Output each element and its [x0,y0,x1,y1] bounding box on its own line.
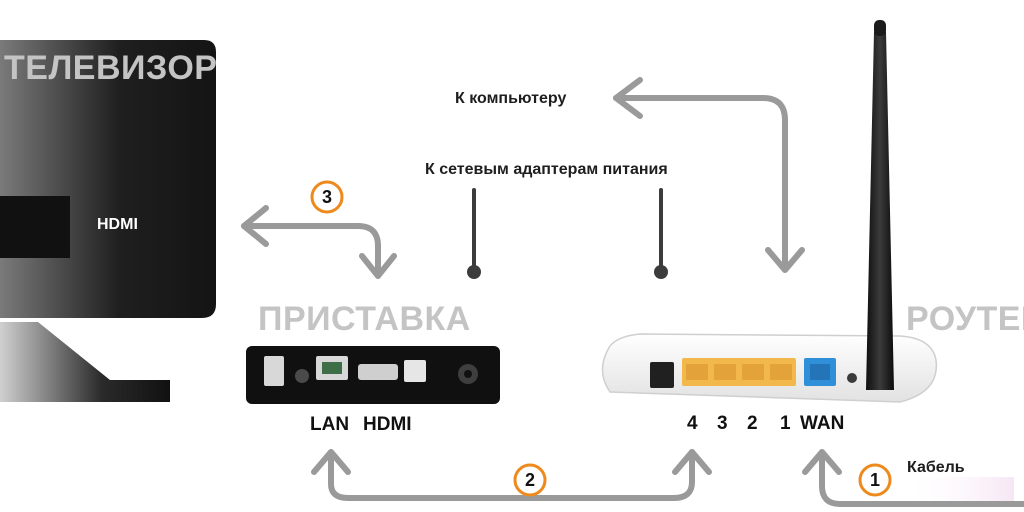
box-title: ПРИСТАВКА [258,300,471,338]
power-pin-router [654,188,668,279]
router-port-3: 3 [717,413,728,434]
arrow-step-2 [311,449,712,501]
step-3-number: 3 [322,187,332,207]
router-port-wan: WAN [800,413,844,434]
cable-highlight [904,477,1014,503]
arrow-step-3 [241,205,397,279]
optical-port-icon [404,360,426,382]
step-2-number: 2 [525,470,535,490]
tv-title: ТЕЛЕВИЗОР [4,49,217,87]
router-power-jack-icon [650,362,674,388]
usb-port-icon [264,356,284,386]
router-icon [601,20,938,403]
arrow-to-computer [613,77,805,273]
router-port-1: 1 [780,413,791,434]
cable-label: Кабель [907,459,965,476]
step-badge-2: 2 [513,463,547,497]
power-pin-box [467,188,481,279]
arrow-step-1 [802,449,1024,507]
box-hdmi-label: HDMI [363,414,412,435]
tv-icon [0,40,216,402]
reset-button-icon [847,373,857,383]
audio-jack-icon [295,369,309,383]
router-title: РОУТЕР [906,300,1024,338]
step-badge-3: 3 [310,180,344,214]
router-port-4: 4 [687,413,698,434]
hdmi-port-icon [358,364,398,380]
antenna-icon [866,32,894,390]
box-lan-label: LAN [310,414,349,435]
router-lan-ports-icon [682,358,796,386]
router-port-2: 2 [747,413,758,434]
step-badge-1: 1 [858,463,892,497]
to-power-label: К сетевым адаптерам питания [425,161,668,178]
to-computer-label: К компьютеру [455,90,566,107]
tv-hdmi-label: HDMI [97,216,138,233]
step-1-number: 1 [870,470,880,490]
set-top-box-icon [246,346,500,404]
